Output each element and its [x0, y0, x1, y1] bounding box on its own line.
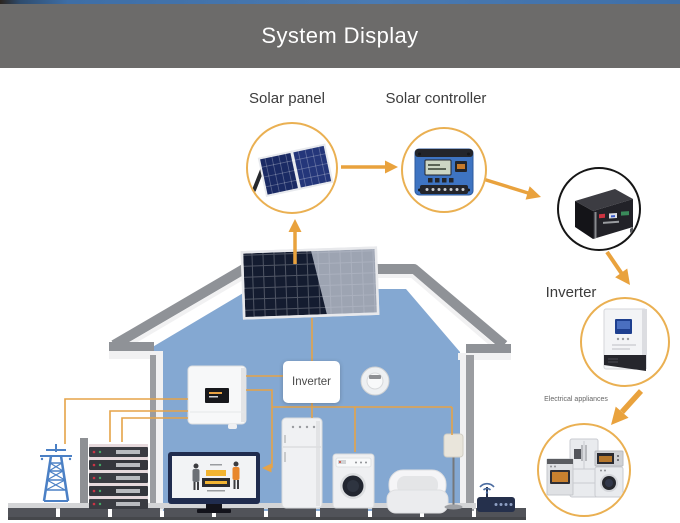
- solar-controller-image: [414, 148, 474, 196]
- left-wall-inner: [156, 355, 163, 511]
- tv: [168, 452, 260, 513]
- appliance-oven: [546, 458, 574, 496]
- house-inverter-box-label: Inverter: [292, 376, 331, 388]
- electrical-appliances-node: [537, 423, 631, 517]
- battery-stack: [89, 444, 148, 509]
- washing-machine: [332, 453, 375, 509]
- arrow-battery-to-inverter: [605, 250, 624, 276]
- left-eave: [109, 342, 154, 351]
- wifi-icon: [479, 482, 495, 488]
- wiring: [64, 318, 453, 473]
- solar-controller-node: [401, 127, 487, 213]
- header-bar: System Display: [0, 4, 680, 68]
- appliance-fridge: [569, 438, 599, 498]
- wire-wallinv-to-battery-1: [109, 410, 188, 442]
- floor-lamp: [443, 433, 464, 510]
- fridge: [281, 417, 323, 509]
- wire-wallinv-to-tv: [246, 389, 273, 468]
- floor-strip: [8, 503, 476, 509]
- wire-wallinv-to-battery-2: [121, 417, 188, 442]
- arrow-controller-to-battery: [482, 177, 529, 195]
- controller-lcd: [424, 159, 452, 176]
- right-wall-inner: [460, 355, 467, 511]
- portable-solar-panel-image: [252, 143, 334, 197]
- appliances-image: [546, 438, 624, 498]
- right-eave: [466, 344, 511, 353]
- solar-panel-label: Solar panel: [249, 90, 325, 107]
- solar-panel-node: [246, 122, 338, 214]
- electrical-appliances-label: Electrical appliances: [544, 396, 608, 403]
- wall-inverter: [187, 365, 247, 429]
- appliance-microwave: [594, 450, 624, 467]
- page-title: System Display: [261, 23, 419, 48]
- top-accent-strip: [0, 0, 680, 4]
- power-pylon-icon: [40, 444, 72, 502]
- tv-wire-arrowhead: [262, 463, 272, 473]
- wifi-router: [477, 482, 515, 512]
- solar-controller-label: Solar controller: [385, 90, 487, 107]
- battery-box-image: [575, 189, 633, 239]
- smoke-detector: [360, 366, 390, 396]
- inverter-image: [603, 308, 647, 371]
- wire-wallinv-to-pylon: [64, 398, 188, 444]
- appliance-washer: [594, 466, 624, 498]
- inverter-label: Inverter: [545, 284, 597, 301]
- flow-arrows: [288, 160, 644, 425]
- battery-pack-node: [557, 167, 641, 251]
- wall-inverter-screen: [205, 388, 229, 403]
- left-eave-underside: [109, 351, 163, 359]
- inverter-node: [580, 297, 670, 387]
- tv-screen: [172, 456, 256, 498]
- yard-wall-slab: [80, 438, 88, 508]
- arrow-inverter-to-appliances: [619, 389, 644, 414]
- rooftop-solar-panel: [240, 246, 380, 320]
- right-wall-outer: [466, 355, 474, 511]
- armchair: [386, 469, 449, 514]
- house-inverter-box: Inverter: [283, 361, 340, 403]
- right-eave-underside: [458, 353, 511, 360]
- left-wall-outer: [150, 355, 157, 511]
